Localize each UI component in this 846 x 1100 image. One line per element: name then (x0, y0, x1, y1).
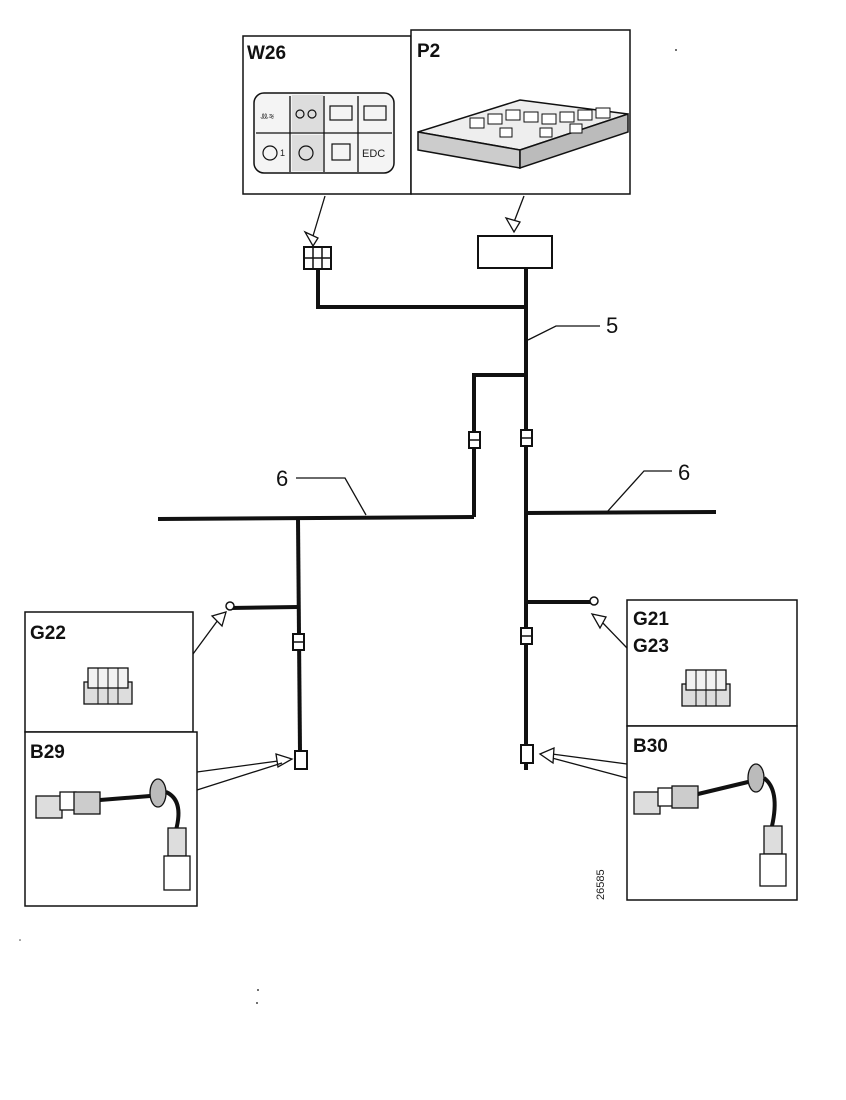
temperature-sensor-icon (681, 669, 731, 707)
g22-pointer-arrow (192, 611, 227, 655)
g22-label: G22 (30, 623, 66, 644)
callout-6-left: 6 (276, 466, 367, 516)
temperature-sensor-icon (83, 667, 133, 705)
w26-panel[interactable]: W26 ꔛ≋ 1 EDC (242, 35, 412, 195)
g21-label: G21 (633, 609, 669, 630)
p2-pointer-arrow (504, 195, 525, 234)
w26-pointer-arrow (303, 195, 326, 248)
p2-panel[interactable]: P2 (410, 29, 631, 195)
b29-end-connector[interactable] (294, 750, 308, 770)
inline-connector-left-branch[interactable] (468, 431, 481, 449)
g21-g23-pointer-arrow (590, 613, 628, 649)
g23-label: G23 (633, 636, 669, 657)
g22-panel[interactable]: G22 (24, 611, 194, 733)
p2-label: P2 (417, 41, 440, 62)
switch-panel-icon: ꔛ≋ 1 EDC (253, 92, 395, 174)
b30-panel[interactable]: B30 (626, 725, 798, 901)
edc-text: EDC (362, 148, 385, 160)
svg-text:ꔛ≋: ꔛ≋ (260, 111, 274, 121)
w26-label: W26 (247, 43, 286, 64)
b29-pointer-arrow-lower (196, 762, 283, 791)
harness-label-6-right: 6 (678, 460, 690, 485)
speed-sensor-icon (633, 763, 787, 887)
svg-text:1: 1 (280, 148, 285, 158)
b30-end-connector[interactable] (520, 744, 534, 764)
g21-g23-panel[interactable]: G21 G23 (626, 599, 798, 727)
callout-5: 5 (527, 313, 618, 341)
harness-label-6-left: 6 (276, 466, 288, 491)
speed-sensor-icon (35, 778, 191, 891)
g21-g23-ring-terminal[interactable] (589, 596, 599, 606)
inline-connector-main-trunk[interactable] (520, 429, 533, 447)
g22-ring-terminal[interactable] (225, 601, 235, 611)
fuse-relay-board-icon (417, 99, 629, 170)
scan-specks (19, 49, 677, 1004)
harness-label-5: 5 (606, 313, 618, 338)
inline-connector-right-drop[interactable] (520, 627, 533, 645)
callout-6-right: 6 (606, 460, 690, 513)
p2-connector[interactable] (477, 235, 553, 269)
b29-pointer-arrow-upper (196, 753, 294, 773)
drawing-number: 26585 (595, 869, 607, 900)
b29-label: B29 (30, 742, 65, 763)
inline-connector-left-drop[interactable] (292, 633, 305, 651)
b30-pointer-arrow (538, 746, 628, 779)
b30-label: B30 (633, 736, 668, 757)
b29-panel[interactable]: B29 (24, 731, 198, 907)
w26-connector[interactable] (303, 246, 332, 270)
